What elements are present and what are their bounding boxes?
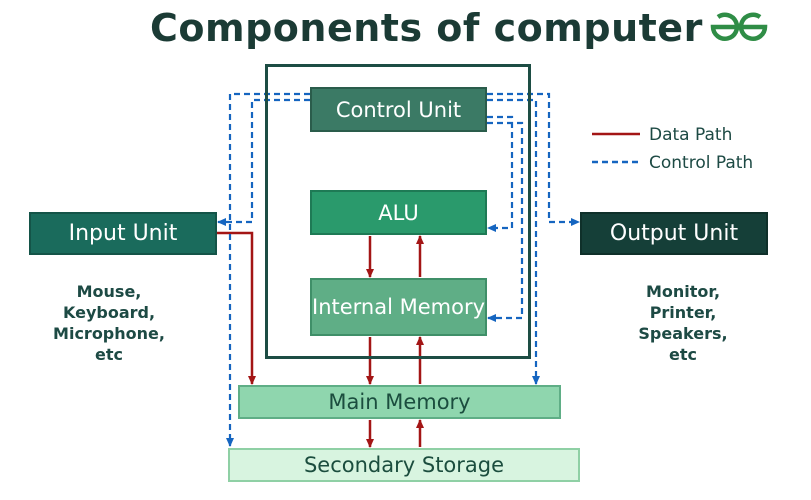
geeksforgeeks-logo-icon [710, 12, 768, 41]
secondary-storage-label: Secondary Storage [303, 453, 505, 477]
input-device-item: Microphone, [53, 324, 165, 343]
input-device-item: etc [95, 345, 123, 364]
input-unit-label: Input Unit [68, 221, 178, 246]
control-unit-label: Control Unit [335, 97, 462, 122]
input-unit-box: Input Unit [29, 212, 217, 255]
internal-memory-box: Internal Memory [310, 278, 487, 336]
output-unit-label: Output Unit [609, 221, 739, 246]
alu-box: ALU [310, 190, 487, 235]
input-device-item: Keyboard, [62, 303, 156, 322]
main-memory-box: Main Memory [238, 385, 561, 419]
alu-label: ALU [378, 200, 419, 225]
output-device-item: etc [669, 345, 697, 364]
control-unit-box: Control Unit [310, 87, 487, 132]
output-device-item: Monitor, [645, 282, 721, 301]
output-unit-box: Output Unit [580, 212, 768, 255]
legend-data-path-label: Data Path [649, 125, 733, 145]
cpu-boundary [265, 64, 531, 359]
control-path-to-secondary-storage [226, 92, 310, 447]
output-device-item: Printer, [649, 303, 717, 322]
output-device-item: Speakers, [638, 324, 728, 343]
secondary-storage-box: Secondary Storage [228, 448, 580, 482]
legend-control-path-label: Control Path [649, 153, 754, 173]
control-path-to-output-unit [487, 92, 580, 226]
control-path-to-alu [487, 115, 514, 232]
main-memory-label: Main Memory [328, 390, 471, 414]
input-device-item: Mouse, [76, 282, 142, 301]
page-title: Components of computer [150, 6, 703, 50]
internal-memory-label: Internal Memory [312, 295, 486, 319]
output-devices-list: Monitor, Printer, Speakers, etc [603, 281, 763, 365]
control-path-to-internal-memory [487, 121, 524, 322]
data-path-input-to-main-memory [217, 231, 256, 385]
input-devices-list: Mouse, Keyboard, Microphone, etc [29, 281, 189, 365]
